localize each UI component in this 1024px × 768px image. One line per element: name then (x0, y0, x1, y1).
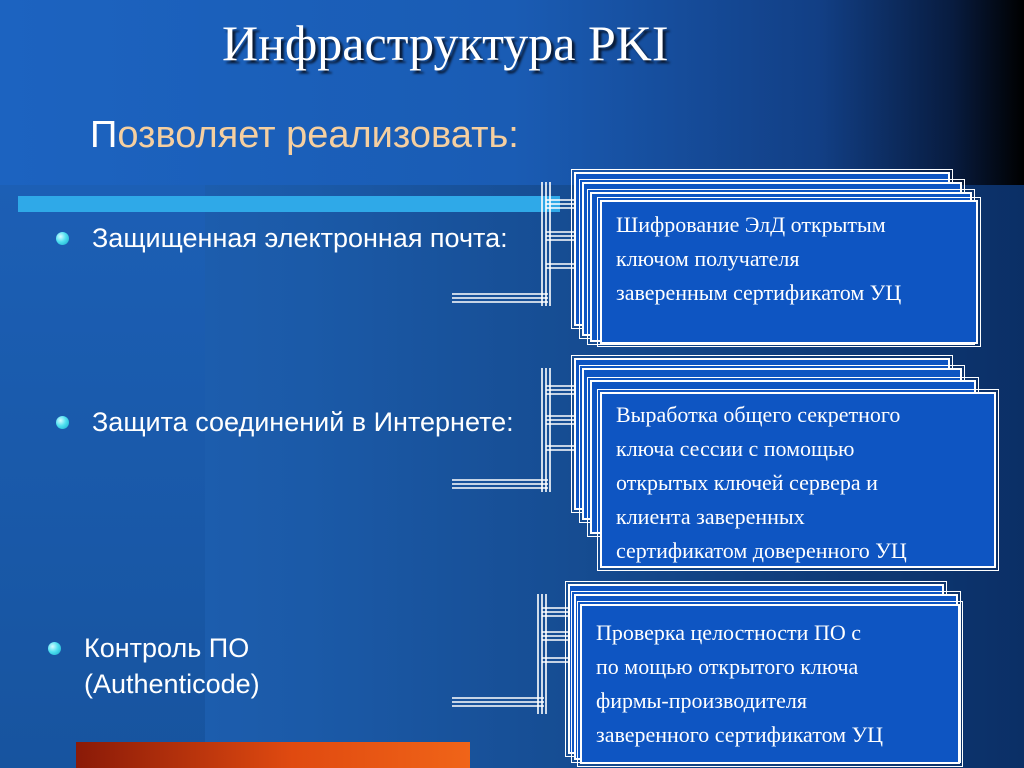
accent-bar (18, 196, 560, 212)
cyan-round-bullet-icon (56, 232, 69, 245)
box-email-encryption: Шифрование ЭлД открытым ключом получател… (597, 197, 981, 347)
box-line: клиента заверенных (616, 504, 805, 529)
bottom-accent-bar (76, 742, 470, 768)
left-panel (0, 185, 205, 768)
slide-subtitle: Позволяет реализовать: (90, 114, 519, 157)
box-line: Шифрование ЭлД открытым (616, 212, 886, 237)
box-line: ключом получателя (616, 246, 800, 271)
title-band (0, 0, 1024, 185)
cyan-round-bullet-icon (56, 416, 69, 429)
box-session-key: Выработка общего секретного ключа сессии… (597, 389, 999, 571)
bullet-text-line1: Контроль ПО (84, 633, 250, 663)
slide-title: Инфраструктура PKI (222, 15, 669, 71)
box-line: по мощью открытого ключа (596, 654, 859, 679)
box-line: сертификатом доверенного УЦ (616, 538, 907, 563)
box-line: фирмы-производителя (596, 688, 808, 713)
bullet-secure-email: Защищенная электронная почта: (56, 220, 532, 256)
bullet-secure-connections: Защита соединений в Интернете: (56, 404, 532, 440)
bullet-text-line2: (Authenticode) (84, 669, 260, 699)
bullet-software-control: Контроль ПО (Authenticode) (48, 630, 504, 702)
box-line: открытых ключей сервера и (616, 470, 878, 495)
bullet-text: Защита соединений в Интернете: (92, 407, 514, 437)
bullet-text: Защищенная электронная почта: (92, 223, 508, 253)
box-line: Проверка целостности ПО с (596, 620, 861, 645)
subtitle-initial: П (90, 114, 118, 156)
box-line: Выработка общего секретного (616, 402, 901, 427)
box-line: заверенным сертификатом УЦ (616, 280, 902, 305)
box-software-integrity: Проверка целостности ПО с по мощью откры… (577, 601, 963, 767)
box-line: ключа сессии с помощью (616, 436, 855, 461)
box-line: заверенного сертификатом УЦ (596, 722, 884, 747)
subtitle-rest: озволяет реализовать: (117, 114, 519, 156)
cyan-round-bullet-icon (48, 642, 61, 655)
